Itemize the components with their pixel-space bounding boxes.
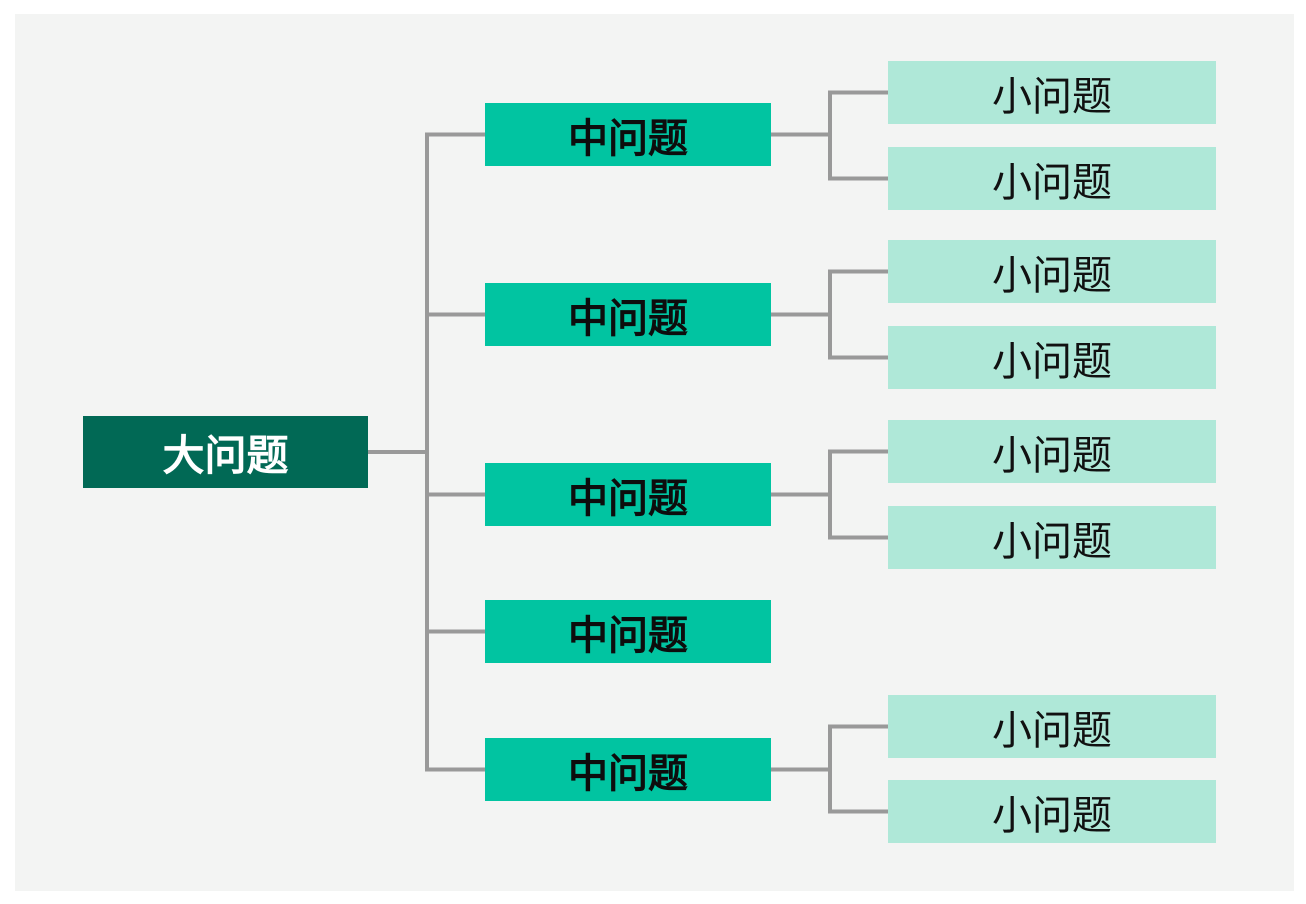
leaf-node-2-2[interactable]: 小问题	[888, 326, 1216, 389]
leaf-node-5-2[interactable]: 小问题	[888, 780, 1216, 843]
leaf-node-1-2[interactable]: 小问题	[888, 147, 1216, 210]
root-node[interactable]: 大问题	[83, 416, 368, 488]
leaf-node-3-1[interactable]: 小问题	[888, 420, 1216, 483]
leaf-node-3-2[interactable]: 小问题	[888, 506, 1216, 569]
branch-node-5[interactable]: 中问题	[485, 738, 771, 801]
branch-node-3[interactable]: 中问题	[485, 463, 771, 526]
leaf-node-1-1[interactable]: 小问题	[888, 61, 1216, 124]
branch-node-4[interactable]: 中问题	[485, 600, 771, 663]
leaf-node-2-1[interactable]: 小问题	[888, 240, 1216, 303]
leaf-node-5-1[interactable]: 小问题	[888, 695, 1216, 758]
branch-node-1[interactable]: 中问题	[485, 103, 771, 166]
branch-node-2[interactable]: 中问题	[485, 283, 771, 346]
